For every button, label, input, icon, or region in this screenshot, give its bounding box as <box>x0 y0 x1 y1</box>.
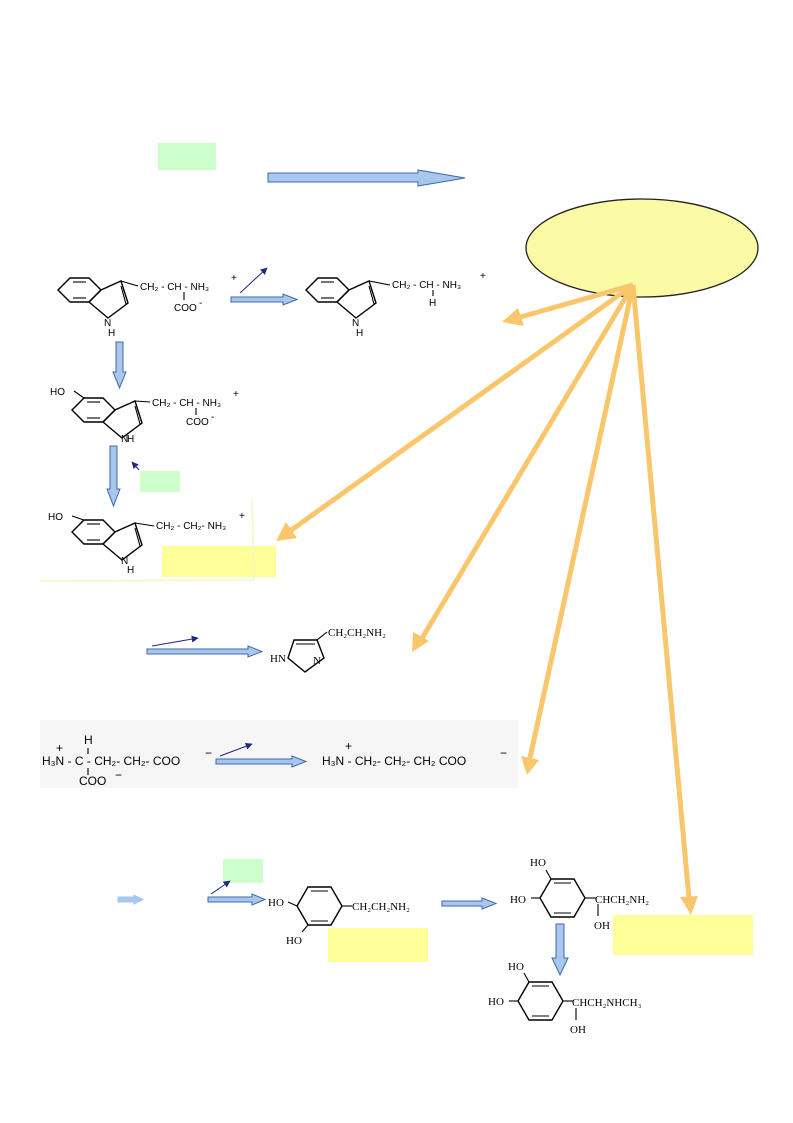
pointer-decarboxylase <box>131 461 140 471</box>
tryptophan-to-tryptamine-arrow <box>230 293 299 306</box>
hub-ellipse <box>525 198 759 298</box>
tryptamine-n: N <box>352 318 359 329</box>
dopamine-chain: CH₂CH₂NH₂ <box>352 901 410 913</box>
norepinephrine-oh: OH <box>594 920 610 932</box>
pointer-histamine <box>151 635 199 647</box>
orange-arrow-gaba <box>521 284 636 775</box>
tryptophan-h: H <box>108 328 115 339</box>
hydroxytryptophan-n: N <box>121 434 128 445</box>
hydroxytryptophan-structure: HO CH₂ - CH - NH₃ + COO - N H <box>50 387 239 445</box>
hydroxytryptophan-charge: + <box>233 389 239 400</box>
label-box-top-green <box>158 143 216 170</box>
epinephrine-structure: HO HO CHCH₂NHCH₃ OH <box>488 961 642 1036</box>
pointer-dopamine <box>210 880 231 895</box>
norepinephrine-to-epinephrine-arrow <box>551 923 569 977</box>
orange-arrow-histamine <box>412 283 636 652</box>
label-box-decarboxylase-green <box>140 471 180 492</box>
epinephrine-chain: CHCH₂NHCH₃ <box>572 997 642 1009</box>
gaba-minus: − <box>500 746 507 760</box>
glutamate-h: H <box>84 733 93 747</box>
serotonin-frame <box>39 499 255 582</box>
glutamate-coo: COO <box>79 774 106 788</box>
hydroxytryptophan-carboxyl-charge: - <box>211 412 214 423</box>
histamine-chain: CH₂CH₂NH₂ <box>328 627 386 639</box>
orange-arrow-serotonin <box>276 282 635 541</box>
serotonin-chain: CH₂ - CH₂- NH₃ <box>156 521 226 532</box>
histamine-n: N <box>313 655 321 667</box>
gaba-plus: + <box>345 739 352 753</box>
tryptamine-chain: CH₂ - CH - NH₃ <box>392 280 461 291</box>
pointer-tryptamine <box>239 267 268 294</box>
dopa-to-dopamine-arrow <box>207 893 267 906</box>
orange-arrow-tryptamine <box>502 282 634 326</box>
orange-arrow-norepinephrine <box>630 284 698 915</box>
label-box-dopamine-yellow <box>328 928 428 962</box>
norepinephrine-ho-top: HO <box>530 857 546 869</box>
tryptophan-chain: CH₂ - CH - NH₃ <box>140 282 209 293</box>
glutamate-reaction-backdrop <box>40 720 518 788</box>
tryptamine-h: H <box>356 328 363 339</box>
gaba-structure: + H₃N - CH₂- CH₂- CH₂ COO − <box>322 739 507 768</box>
glutamate-plus: + <box>56 741 63 755</box>
serotonin-structure: HO CH₂ - CH₂- NH₃ + N H <box>48 511 245 576</box>
histamine-structure: CH₂CH₂NH₂ HN N <box>270 627 386 673</box>
histidine-to-histamine-arrow <box>146 645 264 658</box>
tryptophan-structure: CH₂ - CH - NH₃ + COO - N H <box>57 273 237 339</box>
epinephrine-ho-left: HO <box>488 996 504 1008</box>
label-box-bottom-green <box>223 859 263 883</box>
tryptamine-structure: CH₂ - CH - NH₃ + H N H <box>305 271 486 339</box>
glutamate-minus: − <box>205 746 212 760</box>
top-block-arrow <box>267 169 466 187</box>
epinephrine-oh: OH <box>570 1024 586 1036</box>
label-box-norepinephrine-yellow <box>613 915 753 955</box>
tryptophan-n: N <box>104 318 111 329</box>
tryptamine-charge: + <box>480 271 486 282</box>
hydroxytryptophan-carboxyl: COO <box>186 417 209 428</box>
label-box-serotonin-yellow <box>162 546 276 577</box>
pointer-gaba <box>219 742 253 757</box>
tryptophan-carboxyl-charge: - <box>199 298 202 309</box>
glutamate-to-gaba-arrow <box>215 755 308 768</box>
epinephrine-ho-top: HO <box>508 961 524 973</box>
norepinephrine-ho-left: HO <box>510 894 526 906</box>
glutamate-coo-minus: − <box>115 768 122 782</box>
gaba-formula: H₃N - CH₂- CH₂- CH₂ COO <box>322 754 466 768</box>
hydroxytryptophan-down-arrow <box>106 445 121 508</box>
serotonin-h: H <box>127 565 134 576</box>
serotonin-charge: + <box>239 511 245 522</box>
dopamine-to-norepinephrine-arrow <box>441 897 498 910</box>
dopamine-ho-bottom: HO <box>286 935 302 947</box>
serotonin-n: N <box>121 556 128 567</box>
hydroxytryptophan-h: H <box>127 434 134 445</box>
glutamate-structure: H + H₃N - C - CH₂- CH₂- COO − COO − <box>42 733 212 788</box>
tryptophan-carboxyl: COO <box>174 303 197 314</box>
hydroxytryptophan-ho: HO <box>50 387 65 398</box>
dopamine-structure: HO HO CH₂CH₂NH₂ <box>268 886 410 947</box>
dopamine-ho-top: HO <box>268 897 284 909</box>
hydroxytryptophan-chain: CH₂ - CH - NH₃ <box>152 398 221 409</box>
orange-arrows <box>276 282 698 915</box>
tryptamine-sub-h: H <box>429 298 436 309</box>
glutamate-formula: H₃N - C - CH₂- CH₂- COO <box>42 754 180 768</box>
tryptophan-down-arrow <box>112 341 127 390</box>
serotonin-ho: HO <box>48 512 63 523</box>
histamine-hn: HN <box>270 653 286 665</box>
norepinephrine-chain: CHCH₂NH₂ <box>595 894 649 906</box>
norepinephrine-structure: HO HO CHCH₂NH₂ OH <box>510 857 649 932</box>
small-precursor-arrow <box>117 894 145 905</box>
tryptophan-charge: + <box>231 273 237 284</box>
